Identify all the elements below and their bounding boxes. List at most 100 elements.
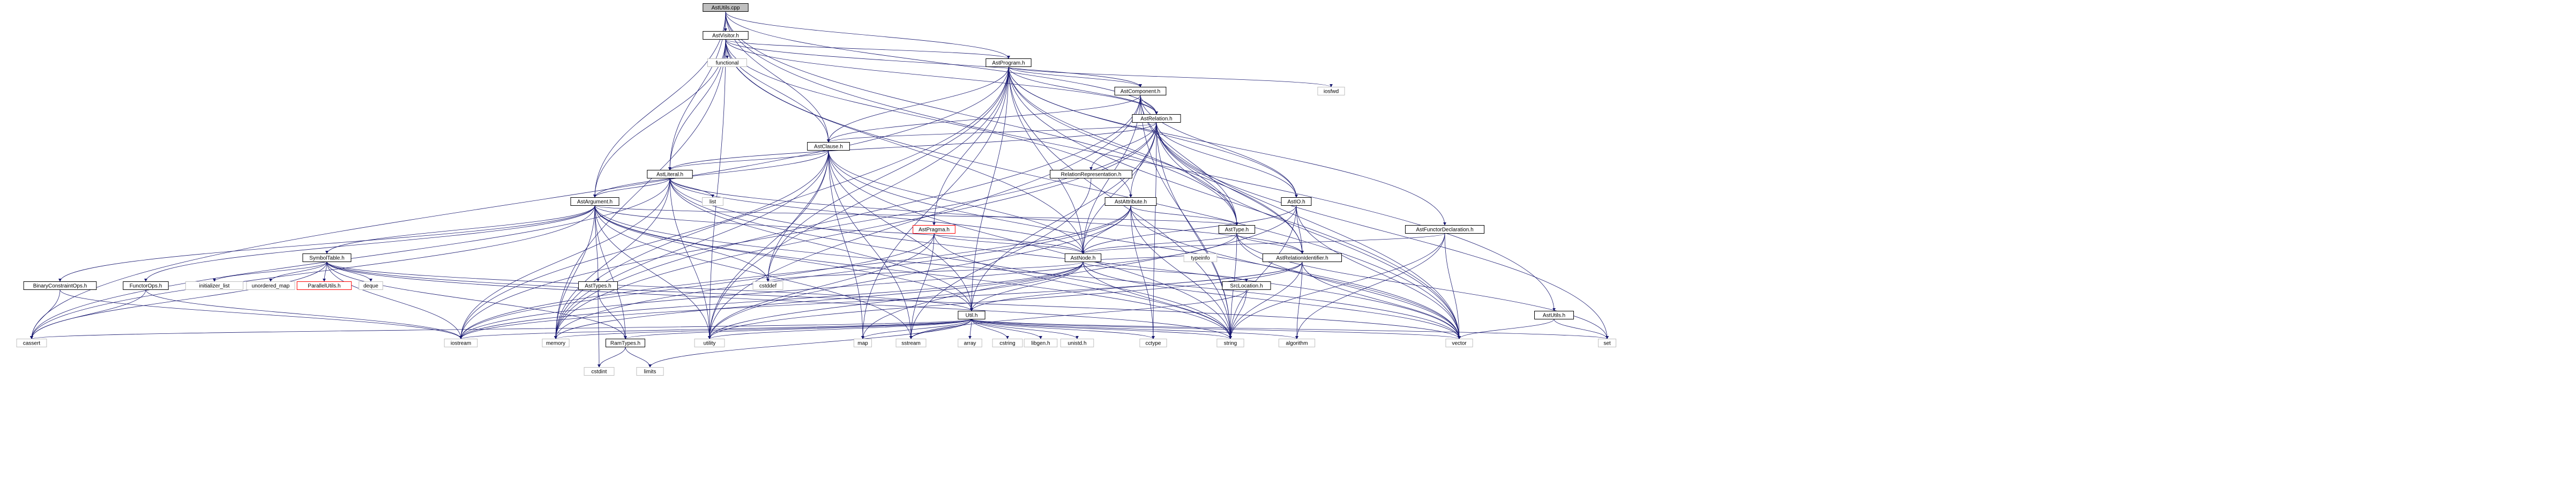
- node-astrelationidentifier-h[interactable]: AstRelationIdentifier.h: [1262, 253, 1342, 262]
- node-astfunctordeclaration-h[interactable]: AstFunctorDeclaration.h: [1405, 225, 1485, 234]
- edge-astutils-h-to-vector: [1459, 319, 1555, 339]
- edge-asttypes-h-to-cstdint: [598, 289, 599, 368]
- node-box-unistd-h: [1060, 339, 1094, 347]
- edge-astcomponent-h-to-string: [1140, 95, 1230, 339]
- edge-astpragma-h-to-utility: [710, 233, 935, 339]
- node-algorithm: algorithm: [1278, 339, 1316, 347]
- node-astio-h[interactable]: AstIO.h: [1281, 197, 1312, 206]
- node-astcomponent-h[interactable]: AstComponent.h: [1114, 87, 1167, 95]
- node-box-set: [1597, 339, 1617, 347]
- node-astnode-h[interactable]: AstNode.h: [1064, 253, 1102, 262]
- edge-astargument-h-to-symboltable-h: [327, 205, 595, 254]
- node-astliteral-h[interactable]: AstLiteral.h: [647, 170, 693, 178]
- node-astprogram-h[interactable]: AstProgram.h: [985, 58, 1032, 67]
- node-box-astclause-h: [807, 142, 850, 151]
- node-label-cstdint: cstdint: [592, 369, 607, 375]
- edge-astutils-cpp-to-astargument-h: [595, 11, 726, 198]
- node-box-ramtypes-h: [606, 339, 645, 347]
- edge-astrelation-h-to-astliteral-h: [670, 122, 1157, 170]
- node-util-h[interactable]: Util.h: [958, 311, 985, 319]
- node-box-astpragma-h: [913, 225, 955, 234]
- node-string: string: [1216, 339, 1244, 347]
- node-astattribute-h[interactable]: AstAttribute.h: [1104, 197, 1157, 206]
- edge-binaryconstraintops-h-to-iostream: [59, 289, 461, 339]
- node-box-string: [1216, 339, 1244, 347]
- edge-astargument-h-to-astnode-h: [594, 205, 1083, 254]
- node-box-cassert: [16, 339, 47, 347]
- node-cassert: cassert: [16, 339, 47, 347]
- node-astutils-h[interactable]: AstUtils.h: [1534, 311, 1574, 319]
- node-label-unistd-h: unistd.h: [1067, 341, 1086, 347]
- node-cstddef: cstddef: [752, 281, 783, 290]
- edge-astprogram-h-to-astrelation-h: [1008, 66, 1156, 115]
- node-box-astargument-h: [570, 197, 619, 206]
- node-box-cstring: [992, 339, 1023, 347]
- node-srclocation-h[interactable]: SrcLocation.h: [1222, 281, 1271, 290]
- node-label-astrelation-h: AstRelation.h: [1140, 116, 1172, 122]
- edge-astprogram-h-to-astpragma-h: [934, 66, 1009, 226]
- node-deque: deque: [359, 281, 383, 290]
- node-astvisitor-h[interactable]: AstVisitor.h: [703, 31, 749, 40]
- edge-astprogram-h-to-vector: [1008, 66, 1459, 339]
- edge-astprogram-h-to-asttype-h: [1008, 66, 1237, 226]
- edge-astprogram-h-to-cstddef: [768, 66, 1009, 282]
- node-symboltable-h[interactable]: SymbolTable.h: [302, 253, 352, 262]
- node-label-string: string: [1224, 341, 1237, 347]
- edge-astclause-h-to-utility: [710, 150, 829, 339]
- edge-astvisitor-h-to-astcomponent-h: [725, 39, 1140, 87]
- edge-astpragma-h-to-astnode-h: [934, 233, 1083, 254]
- node-label-astclause-h: AstClause.h: [814, 144, 843, 150]
- edge-astprogram-h-to-map: [863, 66, 1009, 339]
- edge-srclocation-h-to-sstream: [911, 289, 1247, 339]
- edge-astprogram-h-to-astfunctordeclaration-h: [1008, 66, 1445, 226]
- edge-astio-h-to-vector: [1296, 205, 1459, 339]
- node-binaryconstraintops-h[interactable]: BinaryConstraintOps.h: [23, 281, 97, 290]
- edge-astvisitor-h-to-memory: [556, 39, 726, 339]
- edge-astfunctordeclaration-h-to-vector: [1444, 233, 1459, 339]
- node-astrelation-h[interactable]: AstRelation.h: [1132, 114, 1181, 123]
- edge-astattribute-h-to-memory: [556, 205, 1131, 339]
- node-list: list: [702, 197, 723, 206]
- node-functorops-h[interactable]: FunctorOps.h: [123, 281, 169, 290]
- edge-symboltable-h-to-ramtypes-h: [326, 262, 625, 339]
- edge-astattribute-h-to-iostream: [461, 205, 1131, 339]
- node-box-astcomponent-h: [1114, 87, 1167, 95]
- node-box-asttypes-h: [578, 281, 618, 290]
- edge-util-h-to-set: [971, 319, 1607, 339]
- node-label-astattribute-h: AstAttribute.h: [1115, 199, 1147, 205]
- node-label-astpragma-h: AstPragma.h: [919, 227, 950, 233]
- node-astutils-cpp[interactable]: AstUtils.cpp: [703, 3, 749, 12]
- node-label-astio-h: AstIO.h: [1287, 199, 1305, 205]
- edge-astnode-h-to-vector: [1082, 262, 1459, 339]
- edge-astcomponent-h-to-astrelation-h: [1140, 95, 1156, 115]
- node-box-map: [853, 339, 872, 347]
- node-label-astutils-h: AstUtils.h: [1543, 313, 1565, 319]
- node-relationrepresentation-h[interactable]: RelationRepresentation.h: [1050, 170, 1132, 178]
- edge-util-h-to-iostream: [461, 319, 972, 339]
- node-box-srclocation-h: [1222, 281, 1271, 290]
- node-cstdint: cstdint: [584, 367, 615, 376]
- edge-astnode-h-to-srclocation-h: [1082, 262, 1246, 282]
- edge-astrelation-h-to-cctype: [1153, 122, 1157, 339]
- node-label-astutils-cpp: AstUtils.cpp: [712, 5, 740, 11]
- edge-astcomponent-h-to-memory: [556, 95, 1141, 339]
- node-label-algorithm: algorithm: [1286, 341, 1308, 347]
- node-label-symboltable-h: SymbolTable.h: [309, 256, 345, 262]
- edge-astliteral-h-to-vector: [669, 178, 1459, 339]
- node-astpragma-h[interactable]: AstPragma.h: [913, 225, 955, 234]
- edge-symboltable-h-to-cassert: [32, 262, 327, 339]
- node-astargument-h[interactable]: AstArgument.h: [570, 197, 619, 206]
- node-astclause-h[interactable]: AstClause.h: [807, 142, 850, 151]
- node-asttype-h[interactable]: AstType.h: [1218, 225, 1256, 234]
- edge-symboltable-h-to-string: [326, 262, 1230, 339]
- edge-astliteral-h-to-util-h: [669, 178, 972, 311]
- node-label-parallelutils-h: ParallelUtils.h: [308, 283, 340, 289]
- node-asttypes-h[interactable]: AstTypes.h: [578, 281, 618, 290]
- node-box-parallelutils-h: [296, 281, 352, 290]
- node-ramtypes-h[interactable]: RamTypes.h: [606, 339, 645, 347]
- node-box-list: [702, 197, 723, 206]
- node-box-symboltable-h: [302, 253, 352, 262]
- edge-astprogram-h-to-astclause-h: [828, 66, 1009, 143]
- node-functional: functional: [707, 58, 747, 67]
- node-parallelutils-h[interactable]: ParallelUtils.h: [296, 281, 352, 290]
